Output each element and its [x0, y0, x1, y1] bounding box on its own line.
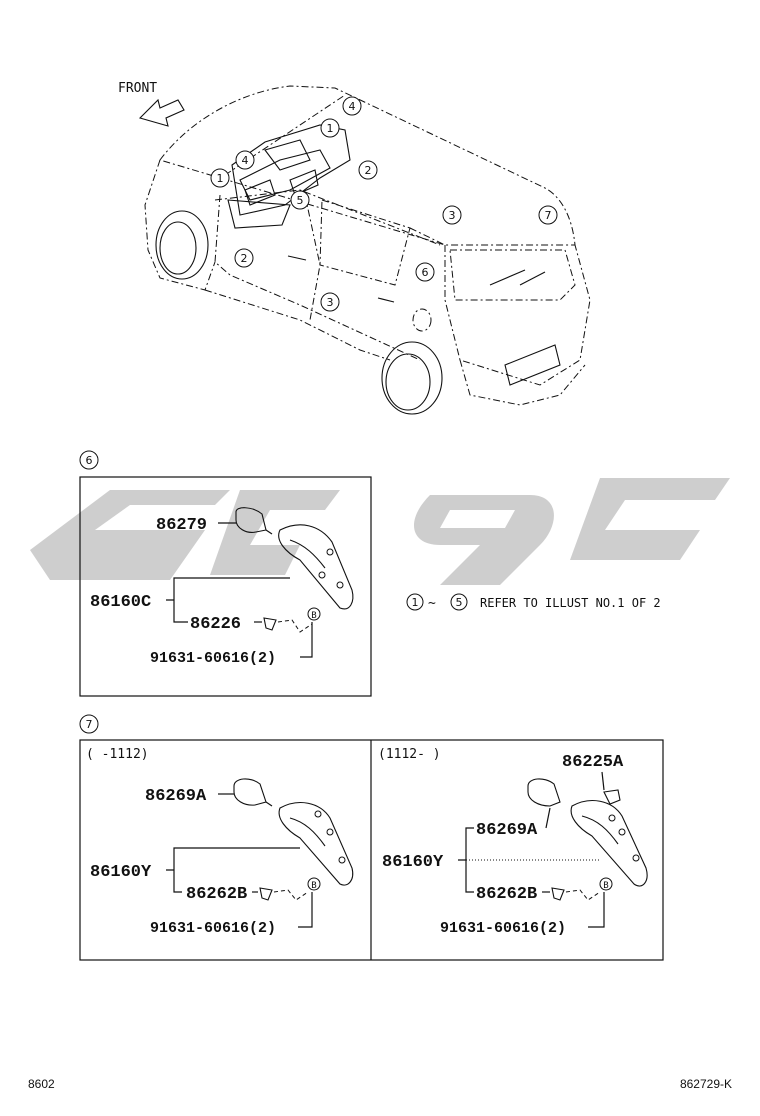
svg-text:2: 2: [365, 164, 372, 177]
bracket-86225A: [603, 789, 621, 805]
part-86226: 86226: [190, 615, 241, 634]
svg-text:3: 3: [327, 296, 334, 309]
part-91631-right: 91631-60616(2): [440, 920, 566, 937]
callout-5: 5: [290, 190, 310, 210]
clip-b-label-left: B: [311, 881, 316, 891]
footer-right-code: 862729-K: [680, 1077, 732, 1091]
callout-2-roof: 2: [358, 160, 378, 180]
cap-86269A-left: [233, 778, 267, 806]
svg-text:7: 7: [545, 209, 552, 222]
part-86269A-right: 86269A: [476, 821, 538, 840]
refer-tilde: ~: [428, 596, 436, 611]
svg-text:7: 7: [86, 718, 93, 731]
refer-to: 5: [456, 596, 463, 609]
range-right: (1112- ): [378, 747, 441, 762]
cap-86269A-right: [527, 778, 561, 807]
trim-part-86160C: [278, 524, 354, 610]
front-arrow-icon: [138, 98, 185, 127]
svg-text:1: 1: [327, 122, 334, 135]
section-7-number: 7: [79, 714, 99, 734]
clip-86226: [263, 617, 277, 631]
callout-2-side: 2: [234, 248, 254, 268]
footer-left-code: 8602: [28, 1077, 55, 1091]
part-86160C: 86160C: [90, 593, 151, 612]
section-6: 6 86279 86160C 86226 B 91631-60616(2): [79, 450, 372, 697]
cap-part-86279: [235, 507, 267, 533]
svg-text:4: 4: [349, 100, 356, 113]
refer-from: 1: [412, 596, 419, 609]
clip-b-label-6: B: [311, 611, 316, 621]
section-6-number: 6: [79, 450, 99, 470]
watermark-logo: [30, 478, 730, 585]
car-callouts: 4 1 4 1 5 2 2 3 3 7 6: [210, 96, 558, 312]
callout-4-top: 4: [342, 96, 362, 116]
callout-1-left: 1: [210, 168, 230, 188]
trim-86160Y-right: [570, 800, 648, 887]
refer-note: 1 ~ 5 REFER TO ILLUST NO.1 OF 2: [406, 593, 661, 611]
section-6-box: [79, 476, 372, 697]
svg-text:1: 1: [217, 172, 224, 185]
callout-4-left: 4: [235, 150, 255, 170]
callout-6: 6: [415, 262, 435, 282]
callout-1-top: 1: [320, 118, 340, 138]
vehicle-illustration: [144, 85, 591, 415]
trim-86160Y-left: [278, 802, 354, 886]
part-86262B-right: 86262B: [476, 885, 537, 904]
part-91631-left: 91631-60616(2): [150, 920, 276, 937]
part-86269A-left: 86269A: [145, 787, 207, 806]
part-86262B-left: 86262B: [186, 885, 247, 904]
part-91631-s6: 91631-60616(2): [150, 650, 276, 667]
svg-text:5: 5: [297, 194, 304, 207]
svg-text:2: 2: [241, 252, 248, 265]
callout-3-roof: 3: [442, 205, 462, 225]
svg-text:3: 3: [449, 209, 456, 222]
svg-text:6: 6: [86, 454, 93, 467]
part-86160Y-left: 86160Y: [90, 863, 152, 882]
part-86279: 86279: [156, 516, 207, 535]
front-label: FRONT: [118, 81, 157, 96]
part-86225A: 86225A: [562, 753, 624, 772]
refer-text: REFER TO ILLUST NO.1 OF 2: [480, 596, 661, 610]
svg-text:6: 6: [422, 266, 429, 279]
clip-b-label-right: B: [603, 881, 608, 891]
svg-text:4: 4: [242, 154, 249, 167]
range-left: ( -1112): [86, 747, 149, 762]
callout-3-door: 3: [320, 292, 340, 312]
section-7: 7 ( -1112) 86269A 86160Y 86262B B 91631-…: [79, 714, 664, 961]
part-86160Y-right: 86160Y: [382, 853, 444, 872]
callout-7: 7: [538, 205, 558, 225]
